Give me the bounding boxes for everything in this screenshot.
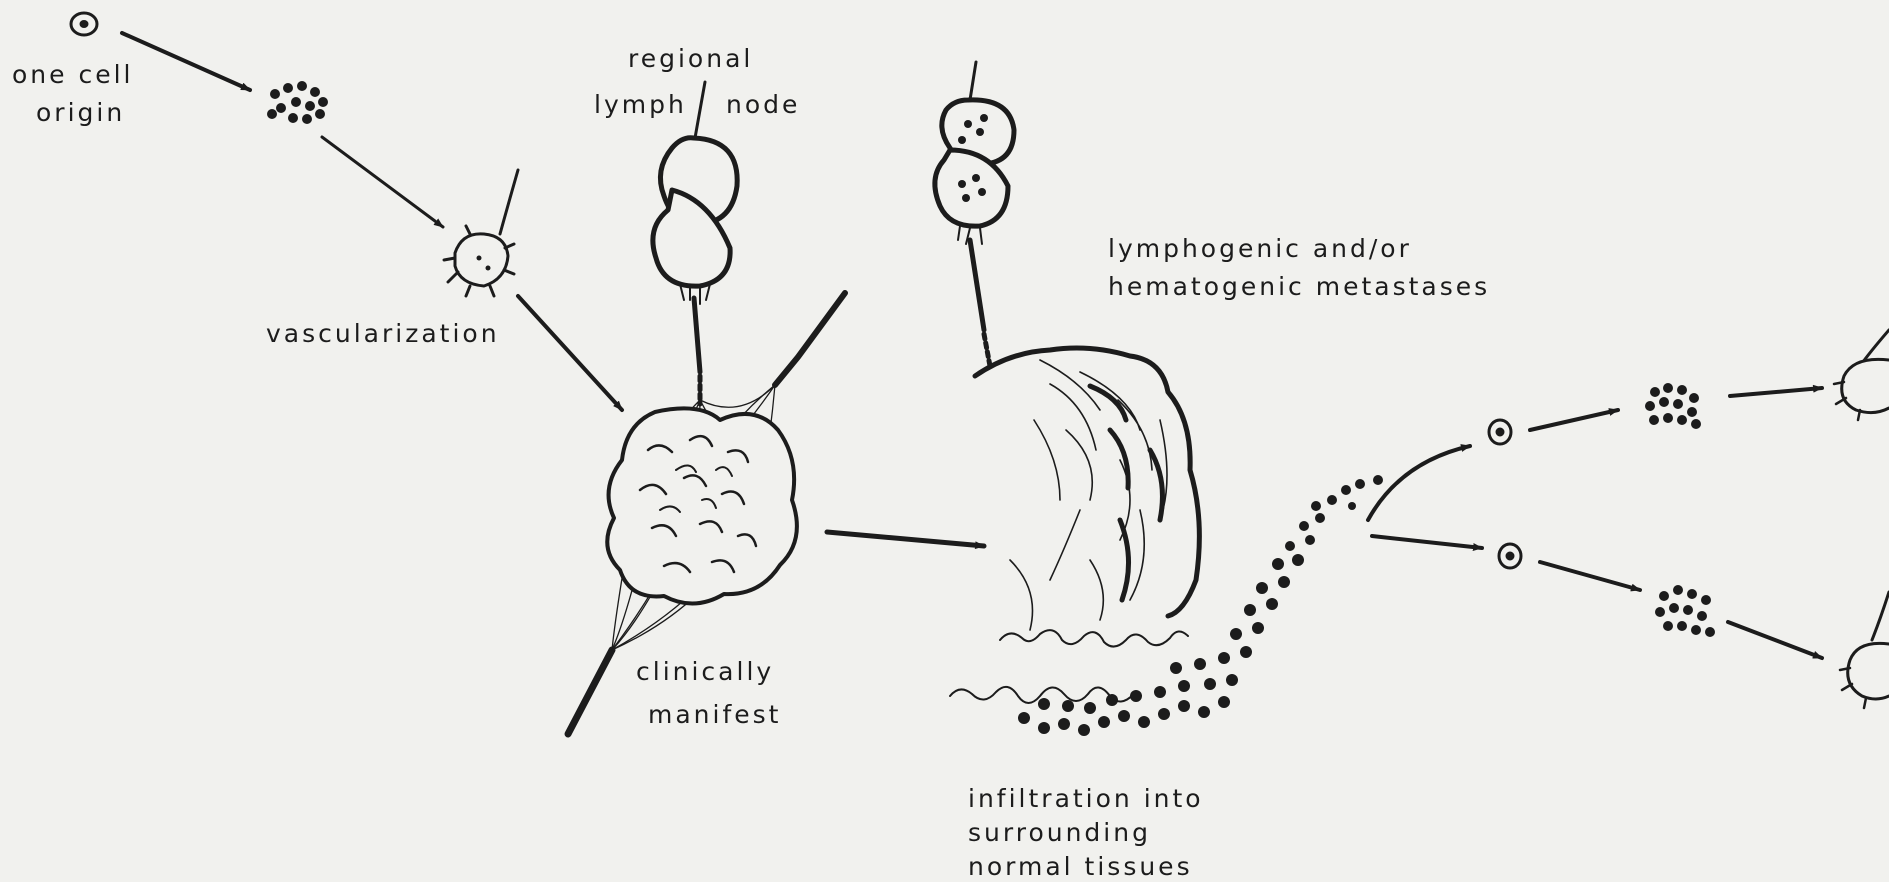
vascularized-nodule — [444, 170, 518, 296]
label-infiltration: infiltration into — [968, 784, 1204, 814]
label-hematogenic: hematogenic metastases — [1108, 272, 1490, 302]
arrow-cluster-to-vascular — [322, 137, 443, 227]
invading-tumor-mass — [950, 348, 1199, 703]
label-lymphogenic: lymphogenic and/or — [1108, 234, 1412, 264]
arrow-lower-cell-to-cluster — [1540, 562, 1640, 590]
arrow-to-lower-metastasis — [1372, 536, 1482, 548]
label-node: node — [726, 90, 800, 120]
label-vascularization: vascularization — [266, 319, 500, 349]
arrow-upper-cell-to-cluster — [1530, 410, 1618, 430]
arrow-to-upper-metastasis — [1368, 446, 1470, 520]
metastatic-cell-upper — [1489, 420, 1511, 444]
secondary-nodule-upper — [1834, 330, 1889, 420]
label-origin: origin — [36, 98, 125, 128]
arrow-lower-cluster-to-nodule — [1728, 622, 1822, 658]
label-clinically: clinically — [636, 657, 774, 687]
arrow-origin-to-cluster — [122, 33, 250, 90]
label-normal-tissues: normal tissues — [968, 852, 1193, 882]
metastatic-cluster-lower — [1655, 585, 1715, 637]
arrow-upper-cluster-to-nodule — [1730, 388, 1822, 396]
metastatic-cluster-upper — [1645, 383, 1701, 429]
small-cell-cluster — [267, 81, 328, 124]
label-manifest: manifest — [648, 700, 781, 730]
single-cell-origin — [71, 13, 97, 35]
arrow-tumor-to-invasion — [827, 532, 984, 546]
label-surrounding: surrounding — [968, 818, 1151, 848]
label-lymph: lymph — [594, 90, 687, 120]
arrow-vascular-to-tumor — [518, 296, 622, 410]
label-regional: regional — [628, 44, 753, 74]
metastatic-cell-lower — [1499, 544, 1521, 568]
label-one-cell: one cell — [12, 60, 134, 90]
secondary-nodule-lower — [1840, 592, 1889, 708]
regional-lymph-node — [653, 82, 737, 404]
metastatic-lymph-node — [935, 62, 1014, 366]
